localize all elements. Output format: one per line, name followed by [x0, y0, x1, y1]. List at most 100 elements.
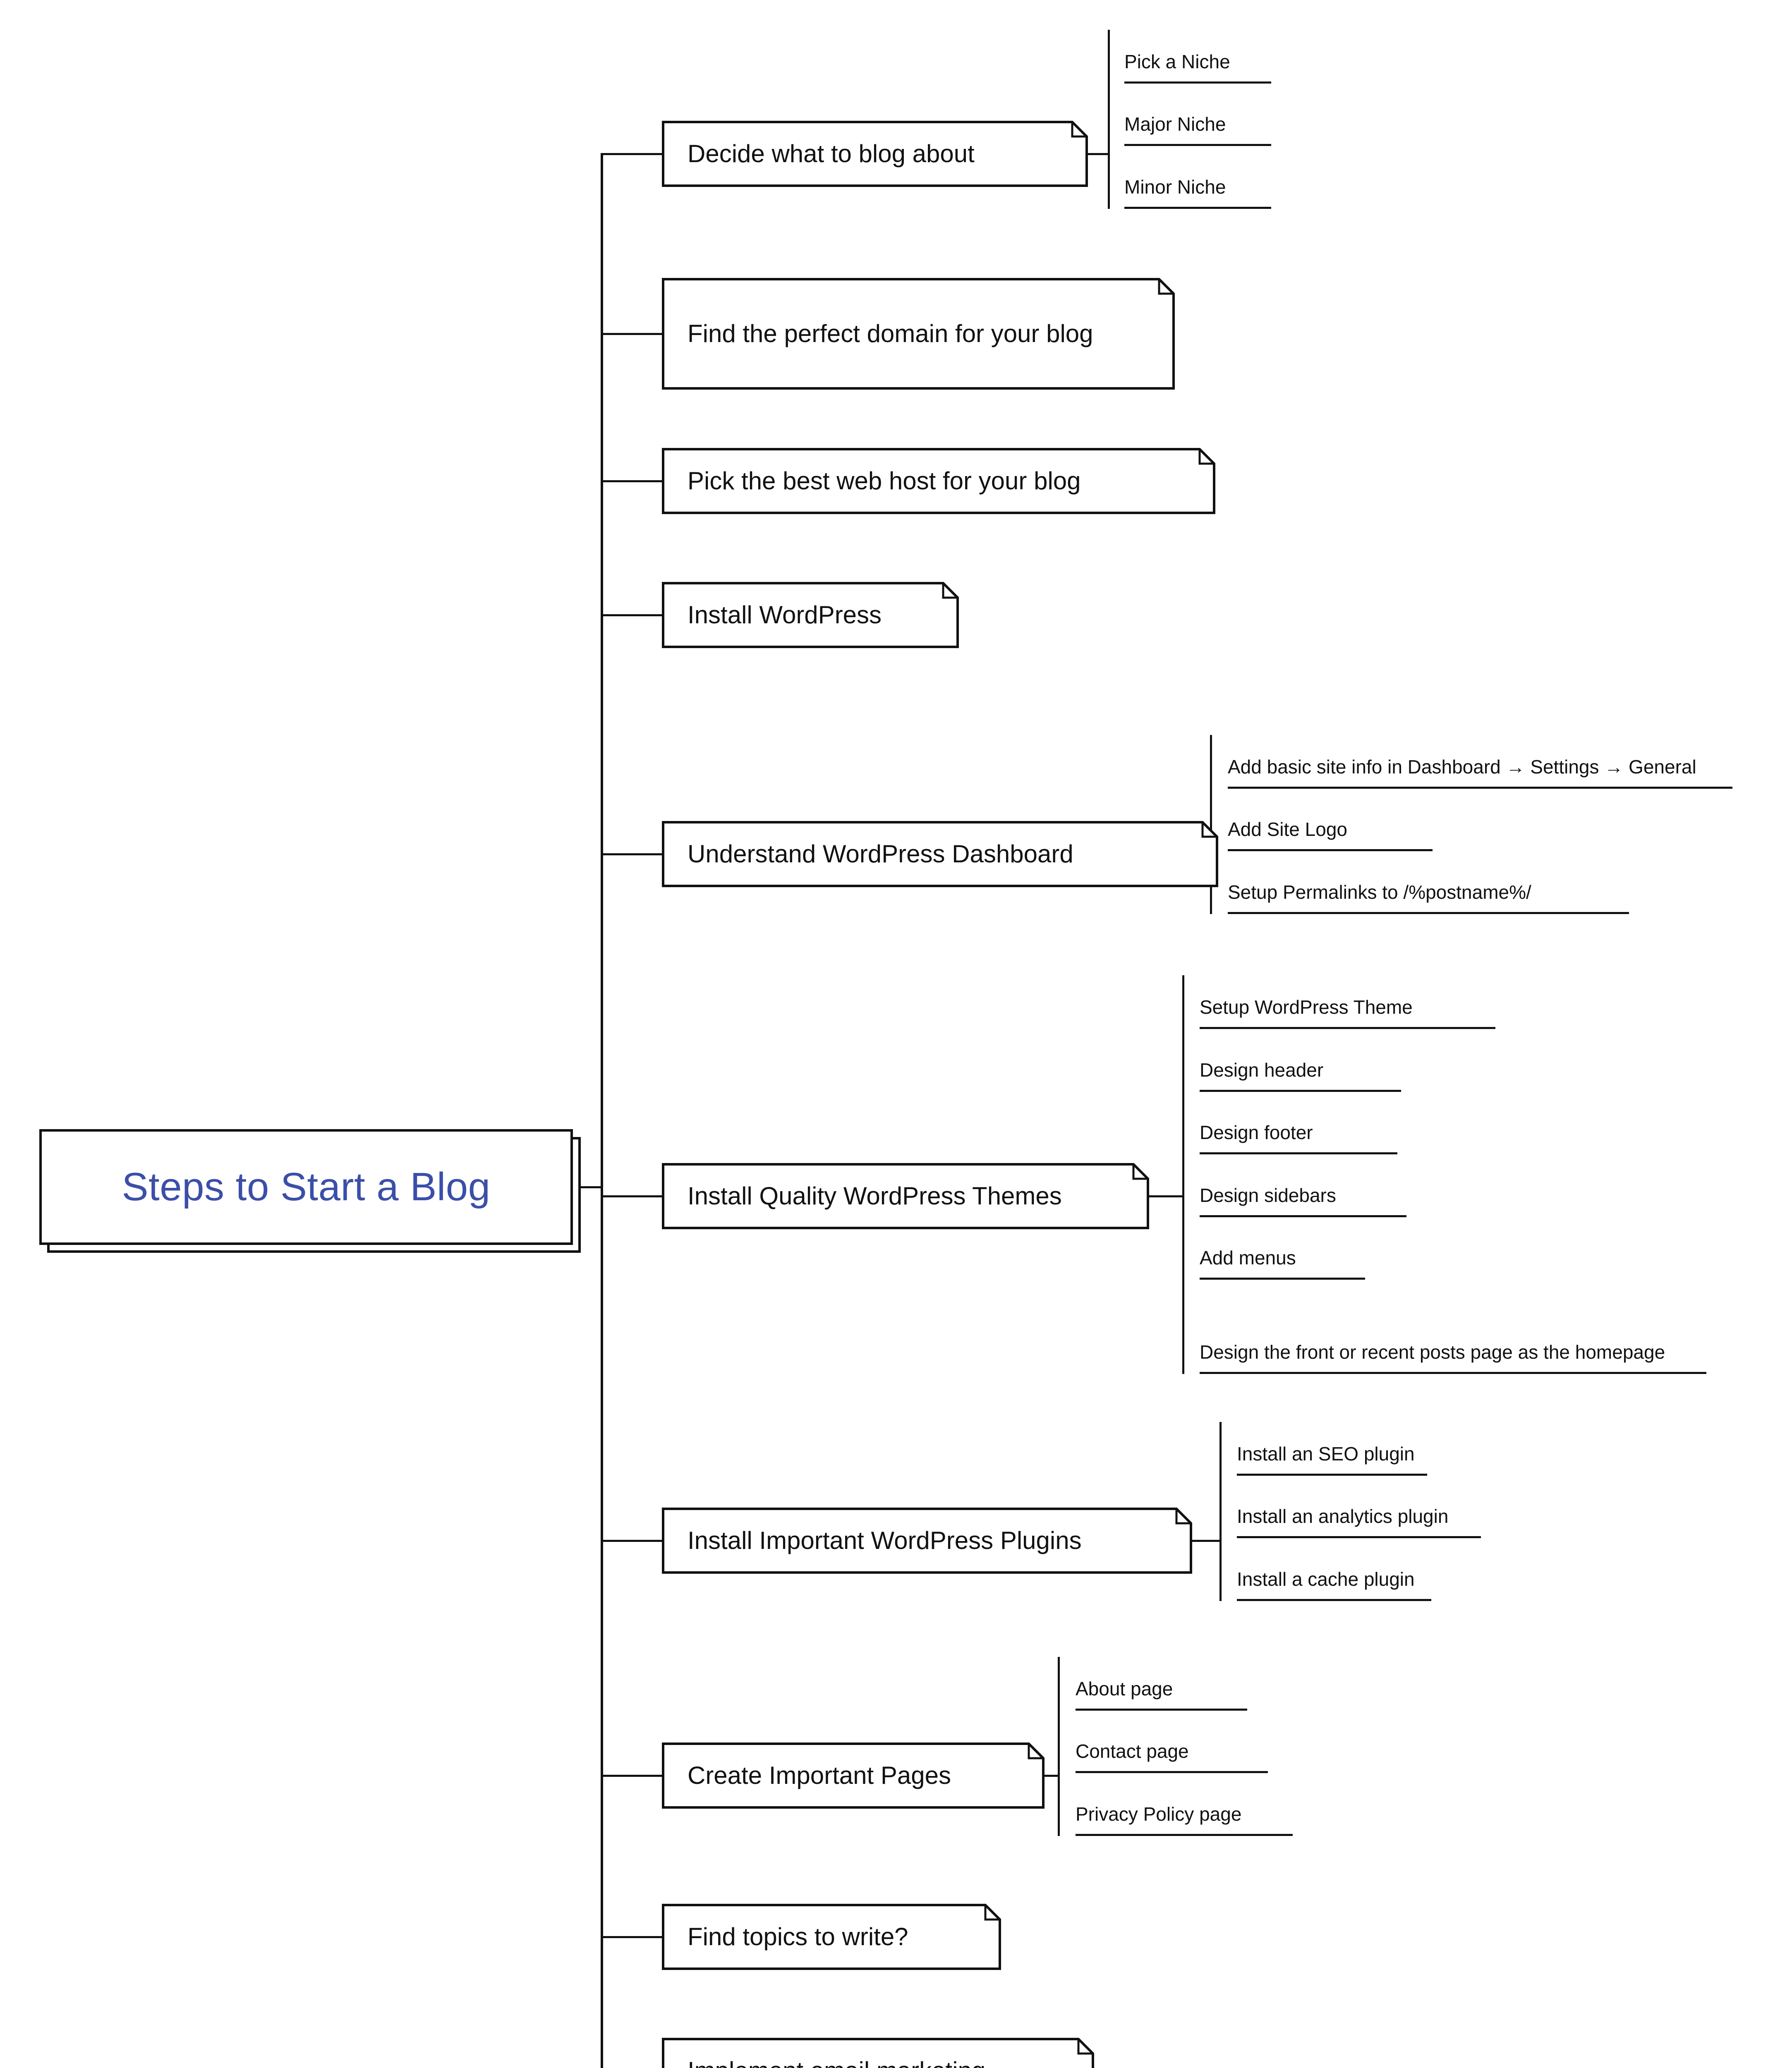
leaf-node[interactable]: Install an SEO plugin [1237, 1436, 1427, 1476]
leaf-stub-6 [1192, 1540, 1222, 1542]
leaf-node[interactable]: About page [1076, 1671, 1247, 1711]
leaf-node-label: About page [1076, 1678, 1173, 1700]
note-shape [662, 278, 1175, 390]
branch-node[interactable]: Understand WordPress Dashboard [662, 821, 1218, 887]
leaf-node[interactable]: Design sidebars [1200, 1178, 1406, 1217]
branch-connector-3 [601, 614, 662, 616]
leaf-node[interactable]: Add Site Logo [1228, 812, 1433, 851]
branch-node[interactable]: Find the perfect domain for your blog [662, 278, 1175, 390]
note-shape [662, 1508, 1192, 1574]
leaf-node-underline [1076, 1771, 1268, 1773]
leaf-node-label: Add basic site info in Dashboard → Setti… [1228, 756, 1696, 778]
branch-connector-8 [601, 1936, 662, 1938]
leaf-spine-4 [1210, 735, 1212, 914]
leaf-node-underline [1200, 1278, 1365, 1280]
note-shape [662, 582, 959, 648]
leaf-node-underline [1076, 1834, 1293, 1836]
leaf-node-label: Privacy Policy page [1076, 1803, 1242, 1825]
leaf-spine-6 [1219, 1422, 1222, 1601]
branch-node-label: Install Quality WordPress Themes [688, 1182, 1062, 1210]
leaf-node[interactable]: Design header [1200, 1053, 1401, 1092]
branch-node[interactable]: Decide what to blog about [662, 121, 1088, 187]
branch-node[interactable]: Pick the best web host for your blog [662, 448, 1215, 514]
leaf-node-underline [1228, 849, 1433, 851]
leaf-node-label: Install an analytics plugin [1237, 1506, 1449, 1527]
branch-connector-2 [601, 480, 662, 482]
branch-node-label: Implement email marketing [688, 2038, 1078, 2068]
leaf-node[interactable]: Design the front or recent posts page as… [1200, 1312, 1706, 1374]
note-shape [662, 448, 1215, 514]
branch-node-label: Find the perfect domain for your blog [688, 320, 1093, 348]
branch-node[interactable]: Install Quality WordPress Themes [662, 1163, 1149, 1229]
leaf-spine-0 [1108, 30, 1110, 209]
branch-node[interactable]: Install WordPress [662, 582, 959, 648]
leaf-node-label: Major Niche [1124, 113, 1226, 135]
leaf-node[interactable]: Privacy Policy page [1076, 1797, 1293, 1836]
branch-node-label: Install WordPress [688, 601, 882, 629]
leaf-node[interactable]: Add basic site info in Dashboard → Setti… [1228, 727, 1732, 789]
branch-node-label: Pick the best web host for your blog [688, 467, 1081, 495]
branch-connector-4 [601, 853, 662, 855]
leaf-node[interactable]: Design footer [1200, 1115, 1397, 1154]
leaf-node-underline [1124, 144, 1271, 146]
leaf-node[interactable]: Major Niche [1124, 107, 1271, 146]
leaf-node[interactable]: Setup Permalinks to /%postname%/ [1228, 875, 1629, 914]
branch-node-label: Understand WordPress Dashboard [688, 840, 1073, 868]
root-node[interactable]: Steps to Start a Blog [39, 1129, 573, 1245]
leaf-node-label: Add Site Logo [1228, 819, 1348, 840]
note-shape [662, 121, 1088, 187]
root-to-trunk-connector [581, 1186, 602, 1188]
leaf-node[interactable]: Add menus [1200, 1240, 1365, 1280]
leaf-node-underline [1228, 787, 1732, 789]
leaf-spine-5 [1182, 975, 1184, 1374]
branch-node-label: Install Important WordPress Plugins [688, 1527, 1082, 1555]
branch-connector-5 [601, 1195, 662, 1197]
leaf-node-label: Add menus [1200, 1247, 1296, 1269]
branch-node-label: Decide what to blog about [688, 140, 975, 168]
leaf-node-label: Design header [1200, 1059, 1324, 1081]
leaf-node-label: Setup WordPress Theme [1200, 996, 1413, 1018]
leaf-node[interactable]: Install a cache plugin [1237, 1562, 1431, 1601]
leaf-node-underline [1124, 207, 1271, 209]
leaf-stub-0 [1088, 153, 1110, 155]
branch-node[interactable]: Create Important Pages [662, 1742, 1045, 1809]
branch-connector-0 [601, 153, 662, 155]
leaf-node-label: Design footer [1200, 1122, 1313, 1144]
leaf-node[interactable]: Setup WordPress Theme [1200, 990, 1495, 1029]
leaf-node-label: Install a cache plugin [1237, 1568, 1415, 1590]
leaf-stub-7 [1045, 1775, 1060, 1777]
note-shape [662, 1904, 1001, 1970]
leaf-node-underline [1200, 1027, 1495, 1029]
leaf-node-underline [1200, 1215, 1406, 1217]
leaf-node-underline [1237, 1599, 1431, 1601]
leaf-node-label: Install an SEO plugin [1237, 1443, 1415, 1465]
leaf-node-underline [1200, 1372, 1706, 1374]
branch-node[interactable]: Implement email marketing [662, 2038, 1094, 2068]
leaf-node[interactable]: Minor Niche [1124, 170, 1271, 209]
branch-node-label: Find topics to write? [688, 1923, 908, 1951]
note-shape [662, 821, 1218, 887]
trunk-line [601, 153, 603, 2068]
branch-node[interactable]: Find topics to write? [662, 1904, 1001, 1970]
leaf-node-label: Minor Niche [1124, 176, 1226, 198]
leaf-node[interactable]: Pick a Niche [1124, 44, 1271, 84]
branch-connector-7 [601, 1775, 662, 1777]
leaf-node-label: Design the front or recent posts page as… [1200, 1341, 1665, 1363]
leaf-node-underline [1124, 81, 1271, 84]
root-node-label: Steps to Start a Blog [122, 1165, 491, 1209]
leaf-node[interactable]: Contact page [1076, 1734, 1268, 1773]
leaf-node-underline [1076, 1709, 1247, 1711]
branch-node[interactable]: Install Important WordPress Plugins [662, 1508, 1192, 1574]
note-shape [662, 2038, 1094, 2068]
leaf-spine-7 [1058, 1657, 1060, 1836]
leaf-node-underline [1200, 1152, 1397, 1154]
leaf-node-label: Contact page [1076, 1740, 1189, 1762]
branch-node-label: Create Important Pages [688, 1762, 951, 1790]
leaf-stub-5 [1149, 1195, 1184, 1197]
leaf-node[interactable]: Install an analytics plugin [1237, 1499, 1481, 1538]
leaf-node-underline [1200, 1090, 1401, 1092]
note-shape [662, 1163, 1149, 1229]
leaf-node-underline [1228, 912, 1629, 914]
branch-connector-6 [601, 1540, 662, 1542]
